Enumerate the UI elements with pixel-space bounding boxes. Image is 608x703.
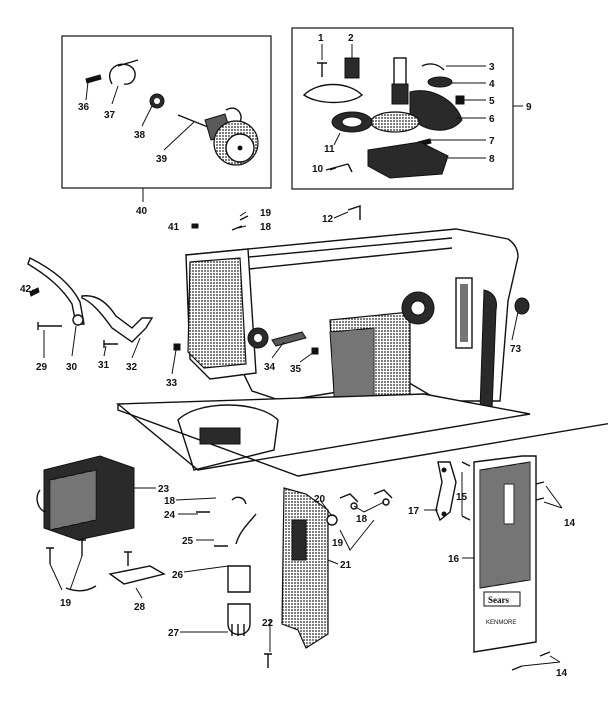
callout-1: 1 [318,33,324,44]
left-parts [27,257,181,351]
callout-22: 22 [262,618,274,629]
callout-34: 34 [264,362,276,373]
callout-3: 3 [489,62,495,73]
callout-4: 4 [489,79,495,90]
callout-38: 38 [134,130,146,141]
callout-18b: 18 [164,496,176,507]
callout-28: 28 [134,602,146,613]
callout-41: 41 [168,222,180,233]
callout-35: 35 [290,364,302,375]
callout-14b: 14 [556,668,568,679]
callout-21: 21 [340,560,352,571]
callout-23: 23 [158,484,170,495]
callout-16: 16 [448,554,460,565]
callout-labels: 1 2 3 4 5 6 7 8 9 10 11 12 14 14 15 16 1… [20,33,576,679]
callout-18a: 18 [260,222,272,233]
callout-30: 30 [66,362,78,373]
callout-25: 25 [182,536,194,547]
callout-8: 8 [489,154,495,165]
callout-24: 24 [164,510,176,521]
callout-39: 39 [156,154,168,165]
callout-20: 20 [314,494,326,505]
callout-32: 32 [126,362,138,373]
feed-mechanism-inset [291,27,514,190]
face-plate: Sears KENMORE [473,455,551,671]
callout-42: 42 [20,284,32,295]
plate-model-text: KENMORE [486,620,516,626]
callout-6: 6 [489,114,495,125]
callout-29: 29 [36,362,48,373]
callout-31: 31 [98,360,110,371]
callout-19b: 19 [60,598,72,609]
callout-19c: 19 [332,538,344,549]
callout-18c: 18 [356,514,368,525]
small-parts [339,461,471,522]
callout-11: 11 [324,144,335,155]
callout-15: 15 [456,492,468,503]
callout-10: 10 [312,164,324,175]
callout-5: 5 [489,96,495,107]
tension-assembly-inset [61,35,272,189]
machine-head [184,228,530,429]
callout-14a: 14 [564,518,576,529]
callout-9: 9 [526,102,532,113]
callout-40: 40 [136,206,148,217]
plate-brand-text: Sears [488,595,509,605]
bed-plate [116,393,608,477]
callout-7: 7 [489,136,495,147]
callout-26: 26 [172,570,184,581]
callout-36: 36 [78,102,90,113]
callout-17: 17 [408,506,420,517]
motor-parts [36,455,257,636]
callout-33: 33 [166,378,178,389]
callout-12: 12 [322,214,334,225]
callout-73: 73 [510,344,522,355]
callout-37: 37 [104,110,116,121]
light-bracket [264,487,338,668]
callout-27: 27 [168,628,180,639]
leader-lines [31,44,563,667]
callout-2: 2 [348,33,354,44]
callout-19a: 19 [260,208,272,219]
